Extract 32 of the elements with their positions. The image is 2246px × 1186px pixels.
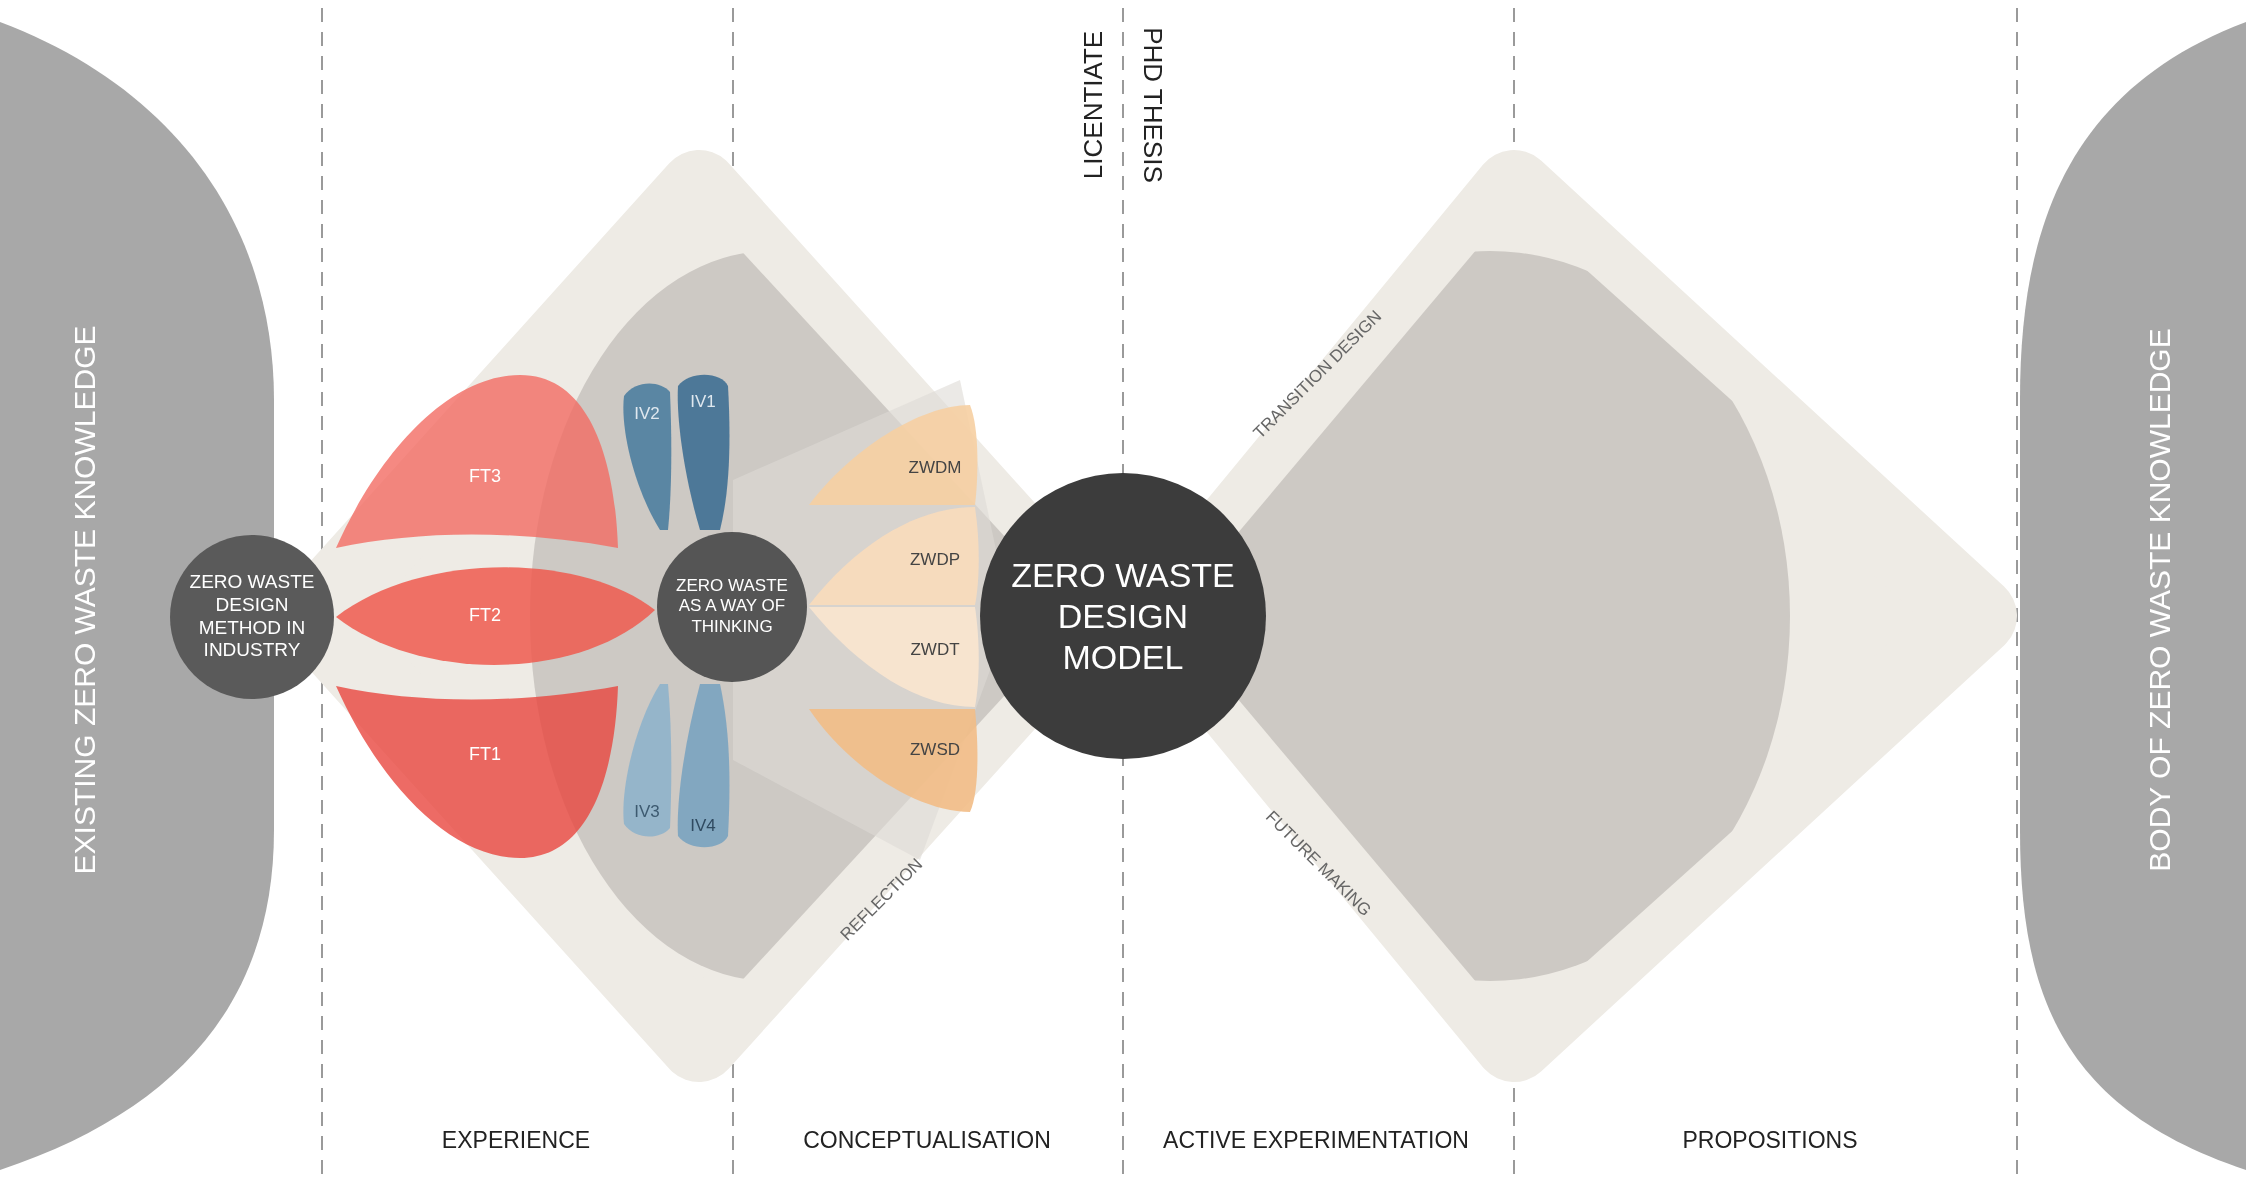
node-label: IV4 [690,815,716,837]
circle [657,532,807,682]
node-label: ZERO WASTE DESIGN METHOD IN INDUSTRY [188,571,316,663]
petal [336,375,618,548]
petal [809,709,979,812]
node-label: EXISTING ZERO WASTE KNOWLEDGE [67,325,102,875]
circle [170,535,334,699]
node-label: ZWDT [910,639,960,661]
node-label: ZWSD [910,739,960,761]
node-label: ZERO WASTE DESIGN MODEL [1010,554,1236,678]
phase-label: PROPOSITIONS [1682,1126,1858,1154]
node-label: IV3 [634,801,660,823]
node-label: ZWDM [908,457,962,479]
phase-label: EXPERIENCE [441,1126,591,1154]
node-label: ZERO WASTE AS A WAY OF THINKING [675,576,789,638]
petal [620,380,672,530]
petal [809,607,979,707]
petal [336,686,618,858]
node-label: BODY OF ZERO WASTE KNOWLEDGE [2142,328,2177,872]
node-label: FT3 [469,466,501,488]
node-label: IV2 [634,403,660,425]
circle [980,473,1266,759]
phase-label: ACTIVE EXPERIMENTATION [1163,1126,1469,1154]
phase-label: CONCEPTUALISATION [803,1126,1051,1154]
petal [809,507,979,605]
petal [809,405,979,505]
node-label: ZWDP [910,549,960,571]
petal [620,684,672,840]
node-label: FT1 [469,744,501,766]
half-circle-band [2018,20,2246,1172]
node-label: FT2 [469,605,501,627]
node-label: IV1 [690,391,716,413]
